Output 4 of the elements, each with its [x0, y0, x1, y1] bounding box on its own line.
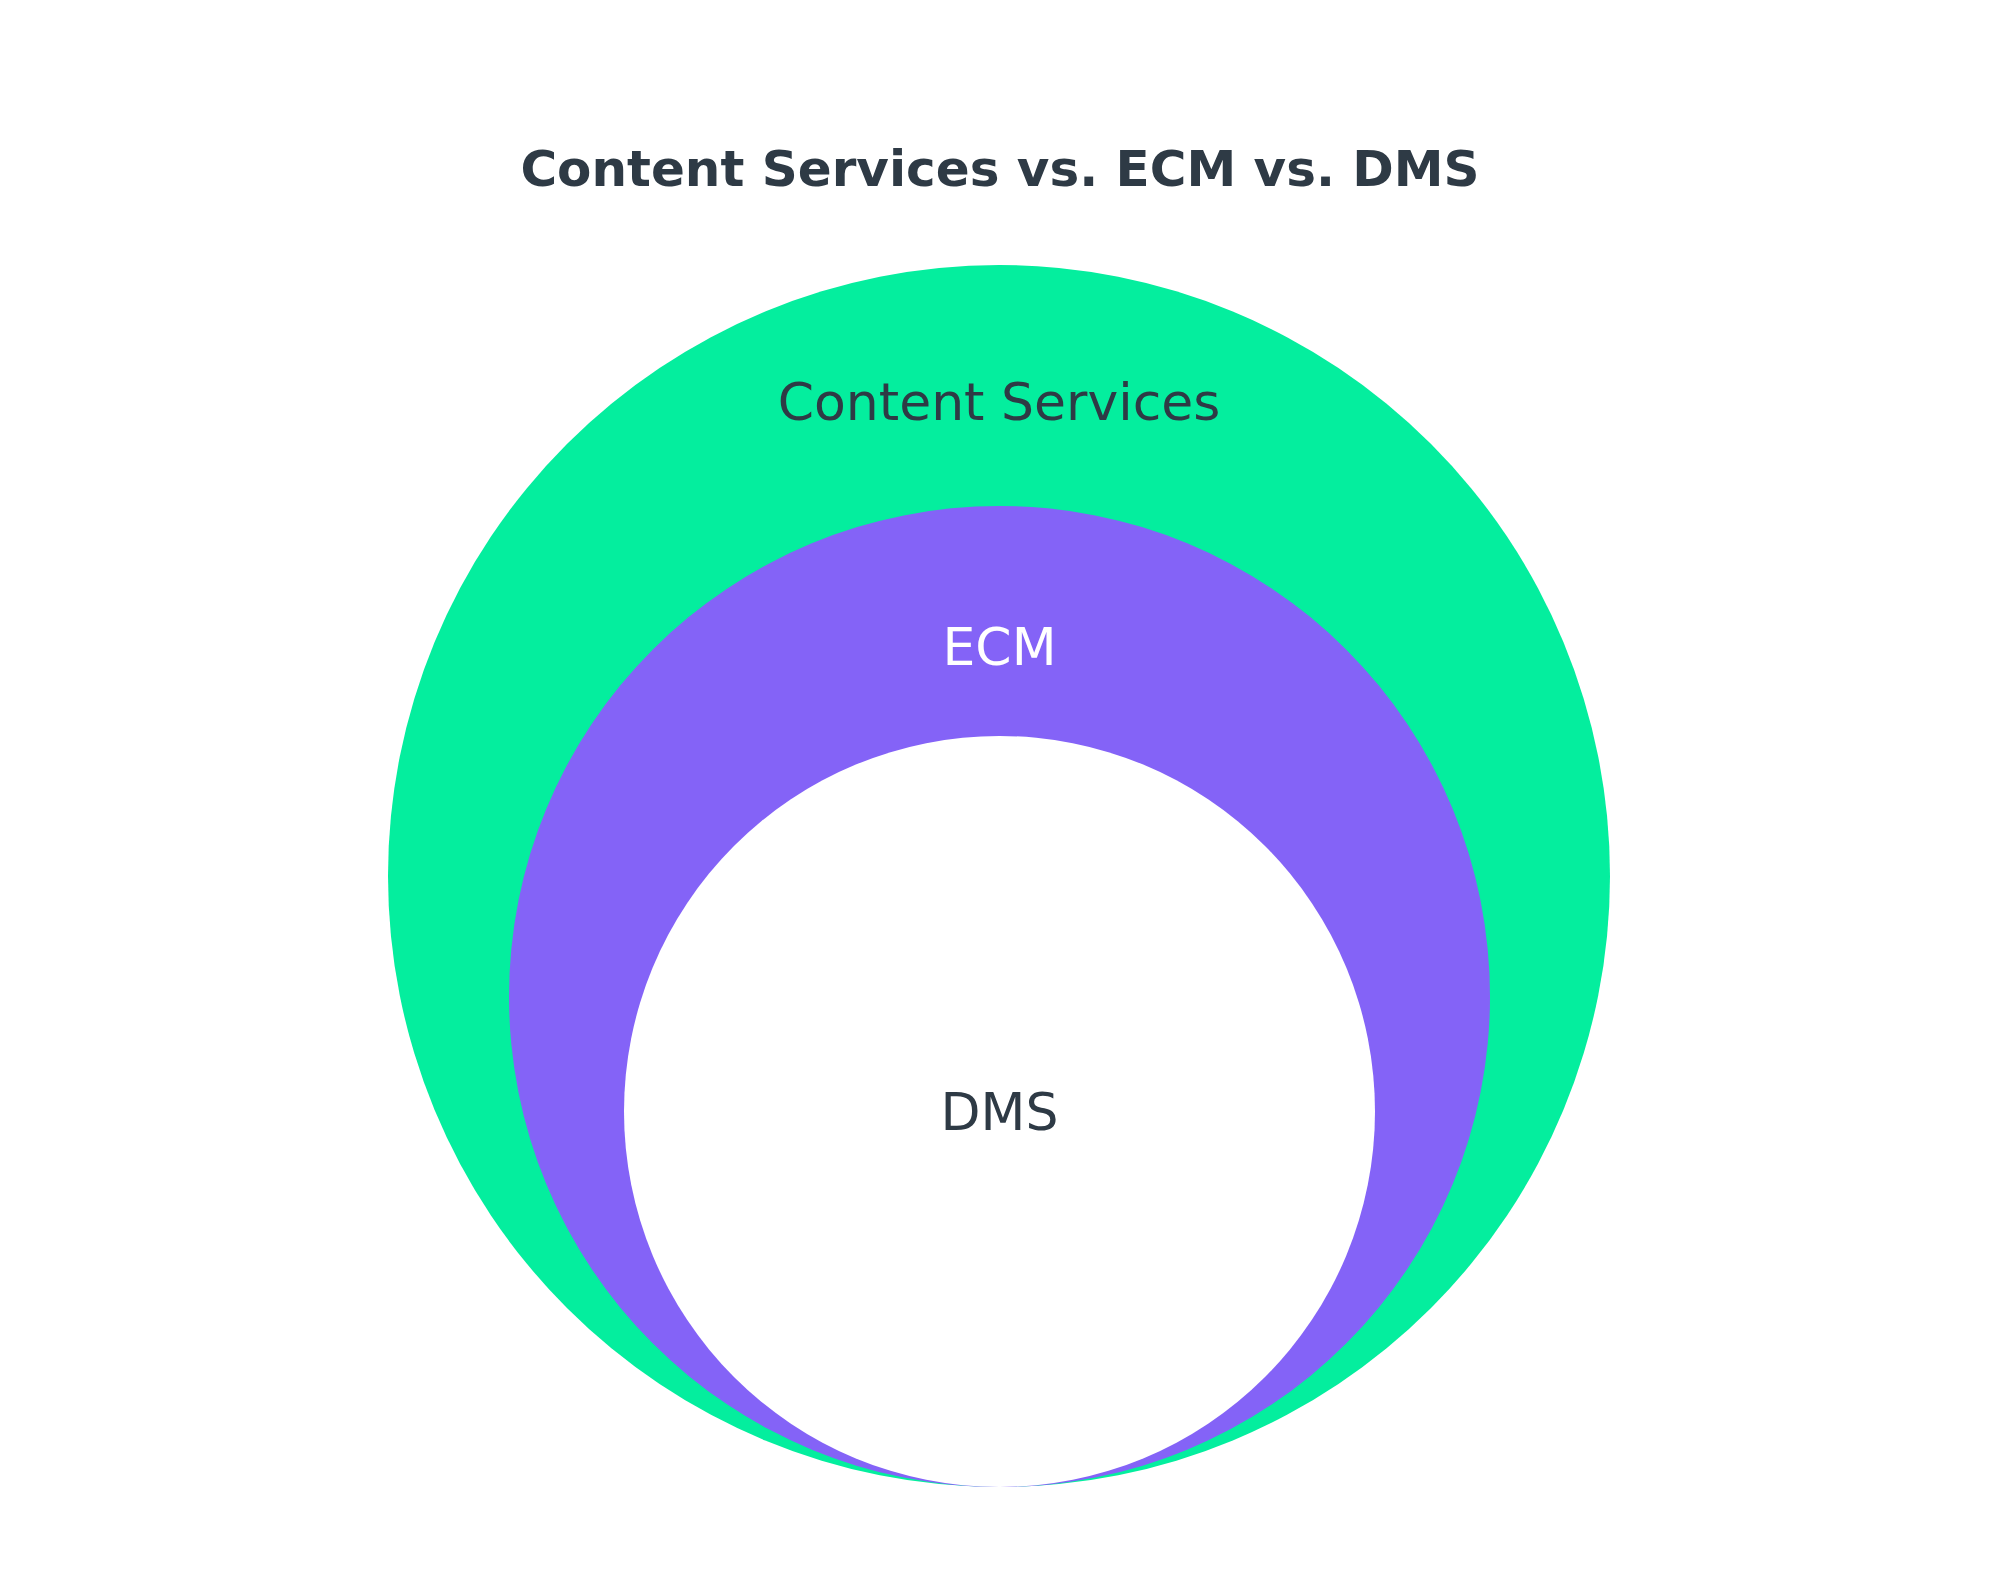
diagram-title: Content Services vs. ECM vs. DMS: [520, 140, 1480, 198]
category-label: Content Services: [777, 373, 1221, 433]
category-label: DMS: [940, 1083, 1059, 1143]
category-label: ECM: [942, 618, 1057, 678]
